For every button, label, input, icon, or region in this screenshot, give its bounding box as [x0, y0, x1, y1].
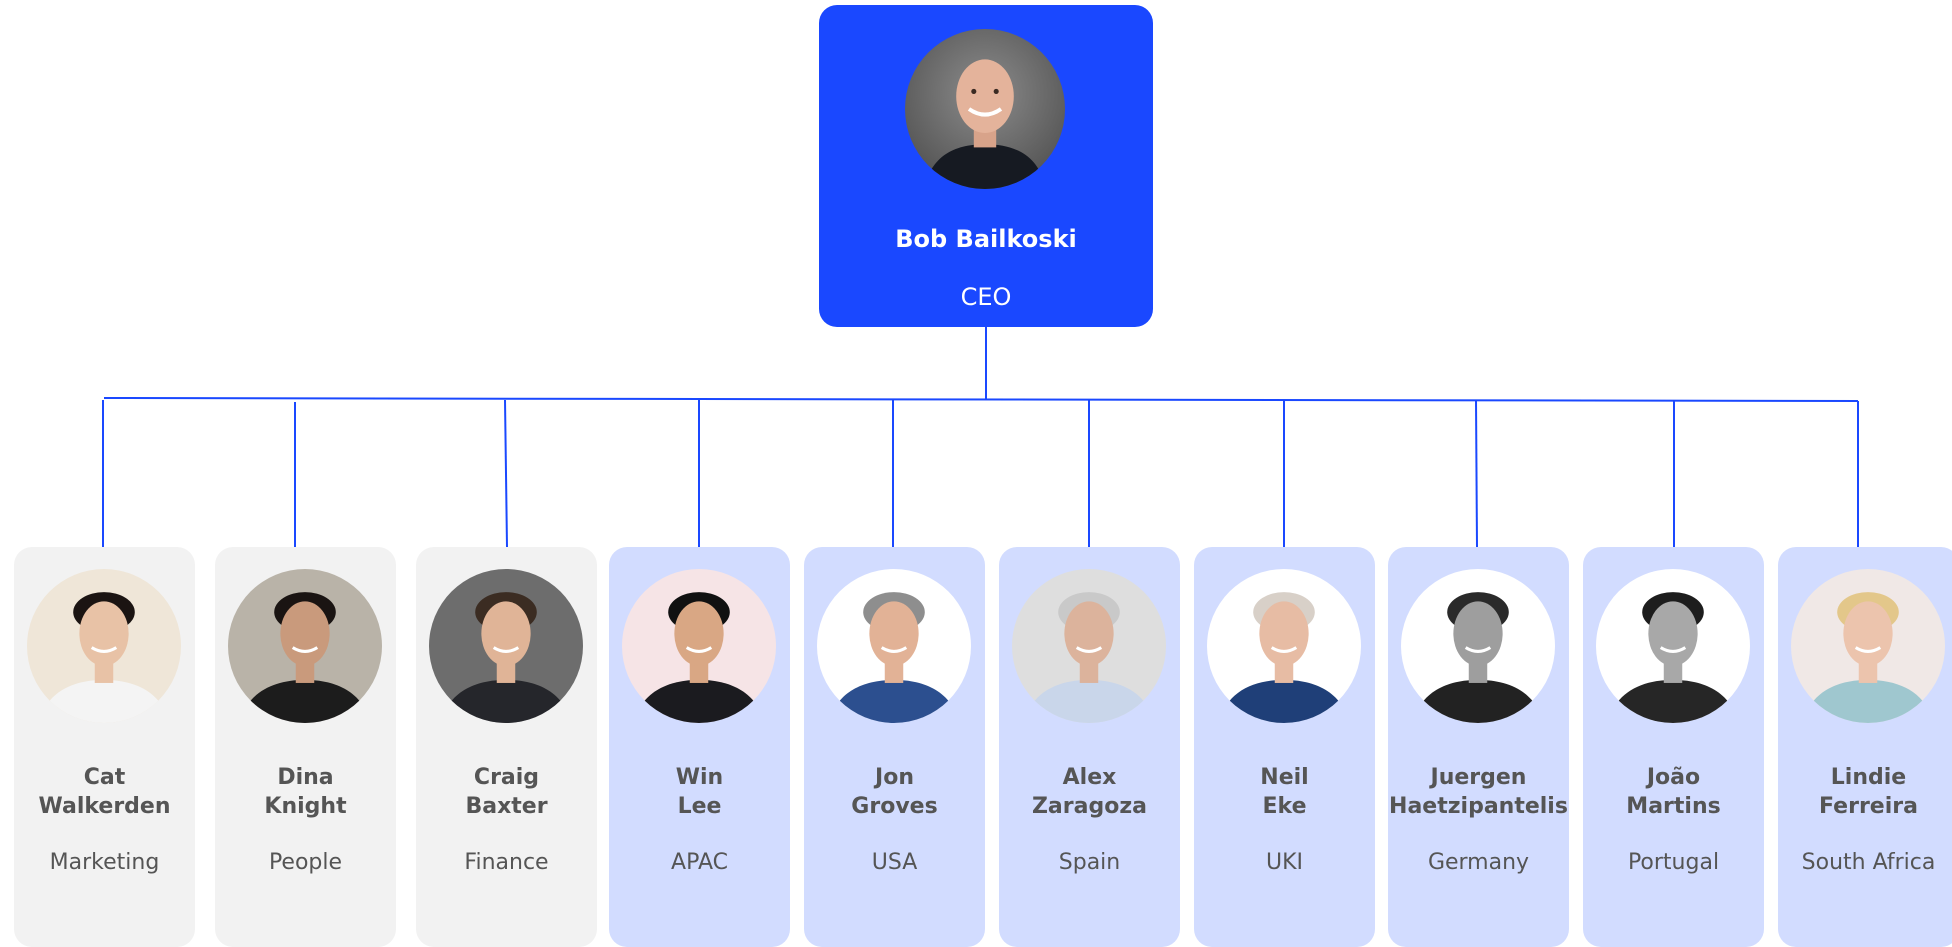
report-role: Spain — [1058, 850, 1121, 875]
report-role: South Africa — [1801, 850, 1936, 875]
avatar-martins — [1596, 569, 1750, 723]
avatar-knight — [228, 569, 382, 723]
report-role: Finance — [464, 850, 549, 875]
report-role: USA — [871, 850, 918, 875]
report-role: UKI — [1265, 850, 1304, 875]
drop-line-baxter — [504, 399, 508, 548]
ceo-name: Bob Bailkoski — [895, 225, 1077, 253]
ceo-avatar — [905, 29, 1065, 189]
avatar-eke — [1207, 569, 1361, 723]
report-role: People — [268, 850, 343, 875]
report-role: APAC — [671, 850, 728, 875]
avatar-walkerden — [27, 569, 181, 723]
report-role: Portugal — [1627, 850, 1720, 875]
ceo-title: CEO — [960, 283, 1012, 311]
avatar-ferreira — [1791, 569, 1945, 723]
drop-line-haetzipantelis — [1475, 399, 1478, 548]
report-role: Marketing — [49, 850, 160, 875]
report-role: Germany — [1427, 850, 1530, 875]
avatar-lee — [622, 569, 776, 723]
ceo-card[interactable]: Bob Bailkoski CEO — [819, 5, 1153, 327]
avatar-zaragoza — [1012, 569, 1166, 723]
avatar-groves — [817, 569, 971, 723]
avatar-baxter — [429, 569, 583, 723]
horizontal-bus-line — [103, 397, 1859, 402]
avatar-haetzipantelis — [1401, 569, 1555, 723]
